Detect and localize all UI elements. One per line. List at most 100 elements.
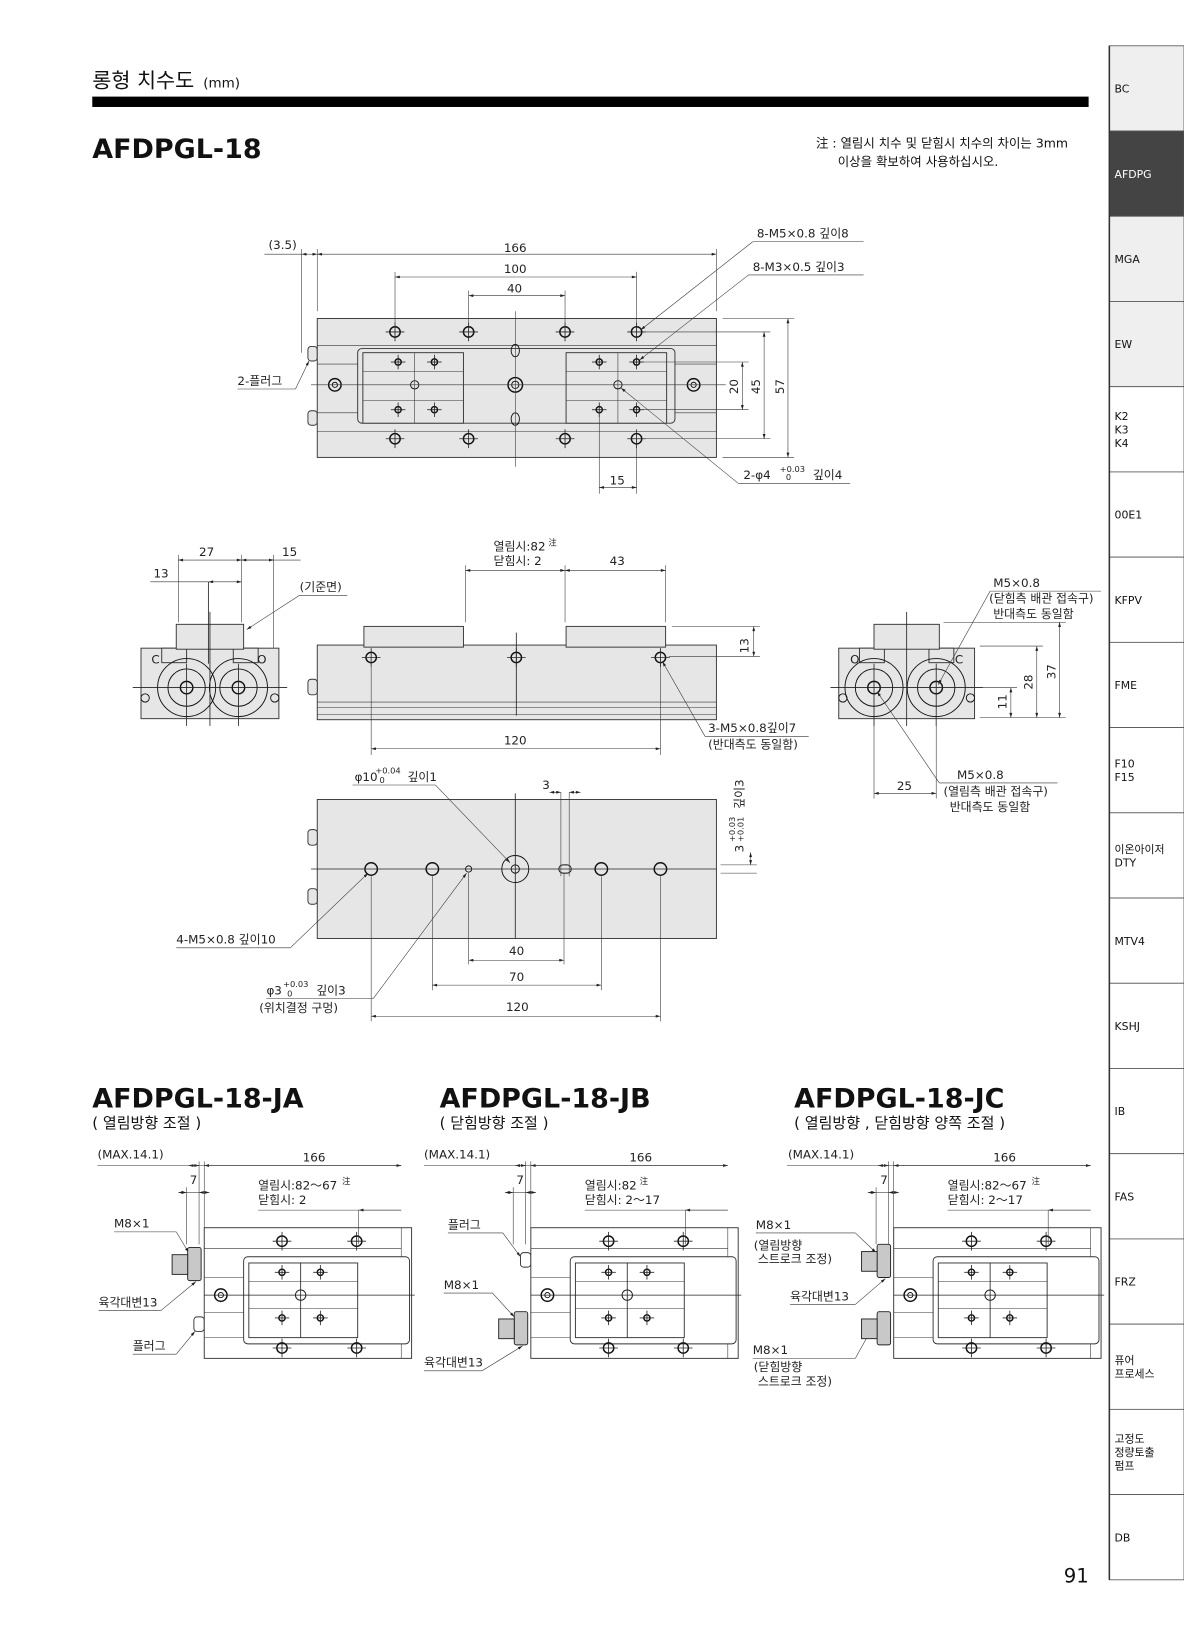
sidebar-tab-mga[interactable]: MGA: [1108, 215, 1184, 302]
hex-nut: [187, 1246, 202, 1282]
callout-text: (반대측도 동일함): [708, 738, 798, 752]
leader-line: [876, 691, 940, 784]
stroke-close-text: 닫힘시: 2～17: [948, 1193, 1023, 1207]
tolerance-text: +0.01: [735, 817, 745, 842]
sidebar-tab-background: [1108, 641, 1184, 729]
gripper-body: [316, 644, 717, 721]
sidebar-tab-label: 고정도: [1115, 1433, 1145, 1446]
sidebar-tab-db[interactable]: DB: [1108, 1494, 1184, 1581]
leader-line: [176, 1331, 196, 1355]
sidebar-tab-00e1[interactable]: 00E1: [1108, 471, 1184, 558]
callout-text: 2-φ4: [743, 468, 770, 482]
leader-line: [290, 872, 369, 949]
dim-text: 7: [190, 1173, 198, 1187]
page-number: 91: [1064, 1564, 1089, 1587]
mount-notch: [270, 693, 280, 703]
dim-text: 13: [738, 638, 752, 653]
adjust-bolt: [861, 1318, 878, 1340]
dim-text: 7: [516, 1173, 524, 1187]
sidebar-tab-label: 펌프: [1115, 1460, 1135, 1473]
dim-text: (MAX.14.1): [788, 1147, 854, 1161]
sidebar-tab-ib[interactable]: IB: [1108, 1068, 1184, 1155]
sidebar-tab-label: F10: [1115, 758, 1135, 771]
leader-line: [246, 595, 300, 630]
adjust-bolt: [171, 1254, 189, 1275]
plug: [307, 829, 318, 846]
dim-text: 37: [1044, 664, 1058, 679]
model-title: AFDPGL-18: [92, 134, 261, 165]
callout-text: 깊이3: [732, 779, 746, 808]
leader-line: [640, 241, 753, 331]
adjust-bolt: [861, 1251, 878, 1272]
leader-line: [855, 1232, 877, 1253]
sidebar-tab-label: K2: [1115, 410, 1129, 423]
sidebar-tab-fme[interactable]: FME: [1108, 641, 1184, 729]
variant-geometry: [752, 1161, 1105, 1359]
tolerance-text: 0: [379, 775, 384, 785]
dim-text: 45: [749, 379, 763, 394]
sidebar-tab-kshj[interactable]: KSHJ: [1108, 982, 1184, 1069]
callout-text: M8×1: [114, 1217, 149, 1231]
stroke-open-text: 열림시:82～67: [948, 1178, 1027, 1192]
sidebar-tab-label: MTV4: [1115, 935, 1145, 948]
note-mark: 注: [548, 538, 556, 548]
left-end-view-drawing: 27 15 13 (기준면) C O: [132, 545, 348, 726]
variant-jb: AFDPGL-18-JB ( 닫힘방향 조절 ) (MAX.14.1) 166 …: [424, 1083, 742, 1372]
sidebar-tab-mtv4[interactable]: MTV4: [1108, 897, 1184, 984]
leader-line: [295, 360, 310, 390]
datum-label: (기준면): [300, 580, 342, 594]
leader-line: [435, 784, 511, 863]
callout-text: 플러그: [133, 1339, 166, 1353]
tolerance-text: +0.03: [780, 464, 805, 474]
variant-geometry: [97, 1161, 415, 1359]
callout-text: 깊이4: [813, 468, 842, 482]
port-label: O: [257, 653, 266, 667]
port-label: C: [955, 653, 963, 667]
unit-label: (mm): [203, 75, 240, 91]
stroke-open-text: 열림시:82: [585, 1178, 637, 1192]
sidebar-tab-background: [1108, 130, 1184, 217]
sidebar-tab-background: [1108, 471, 1184, 558]
plug: [307, 410, 318, 426]
leader-line: [176, 1231, 189, 1253]
sidebar-tab-bc[interactable]: BC: [1108, 45, 1184, 132]
tolerance-text: +0.04: [375, 766, 400, 776]
sidebar-tab-background: [1108, 1494, 1184, 1581]
variant-subtitle: ( 닫힘방향 조절 ): [440, 1114, 549, 1132]
sidebar-tab-background: [1108, 812, 1184, 899]
sidebar-tab-label: DTY: [1115, 856, 1137, 869]
callout-text: φ3: [266, 983, 281, 997]
variant-title: AFDPGL-18-JB: [440, 1083, 651, 1114]
dim-text: 11: [996, 694, 1010, 709]
sidebar-tab-afdpg[interactable]: AFDPG: [1108, 130, 1184, 217]
sidebar-tab-background: [1108, 556, 1184, 643]
mount-notch: [140, 693, 150, 703]
dim-text: 15: [610, 473, 625, 487]
leader-line: [492, 1292, 515, 1318]
plug: [307, 888, 318, 905]
sidebar-tab-fas[interactable]: FAS: [1108, 1153, 1184, 1240]
jaw: [248, 1262, 359, 1339]
tolerance-text: +0.03: [283, 979, 308, 989]
leader-line: [639, 274, 749, 361]
hex-nut: [876, 1311, 892, 1346]
bottom-view-drawing: φ10 +0.04 0 깊이1 3 깊이3 3 +0.03 +0.01 4-M5…: [176, 766, 757, 1022]
leader-line: [373, 872, 467, 999]
sidebar-tab-frz[interactable]: FRZ: [1108, 1238, 1184, 1325]
sidebar-tab-label: FRZ: [1115, 1276, 1136, 1289]
sidebar-tab-kfpv[interactable]: KFPV: [1108, 556, 1184, 643]
sidebar-tab-label: AFDPG: [1115, 168, 1152, 181]
sidebar-tab-ew[interactable]: EW: [1108, 301, 1184, 388]
dim-text: 15: [282, 545, 297, 559]
sidebar-tab-label: KFPV: [1115, 594, 1143, 607]
dim-text: 28: [1022, 674, 1036, 689]
sidebar-tab-label: EW: [1115, 338, 1133, 351]
sidebar-tab-label: BC: [1115, 83, 1130, 96]
dim-text: 20: [727, 379, 741, 394]
note-line-1: 注 : 열림시 치수 및 닫힘시 치수의 차이는 3mm: [816, 135, 1068, 150]
